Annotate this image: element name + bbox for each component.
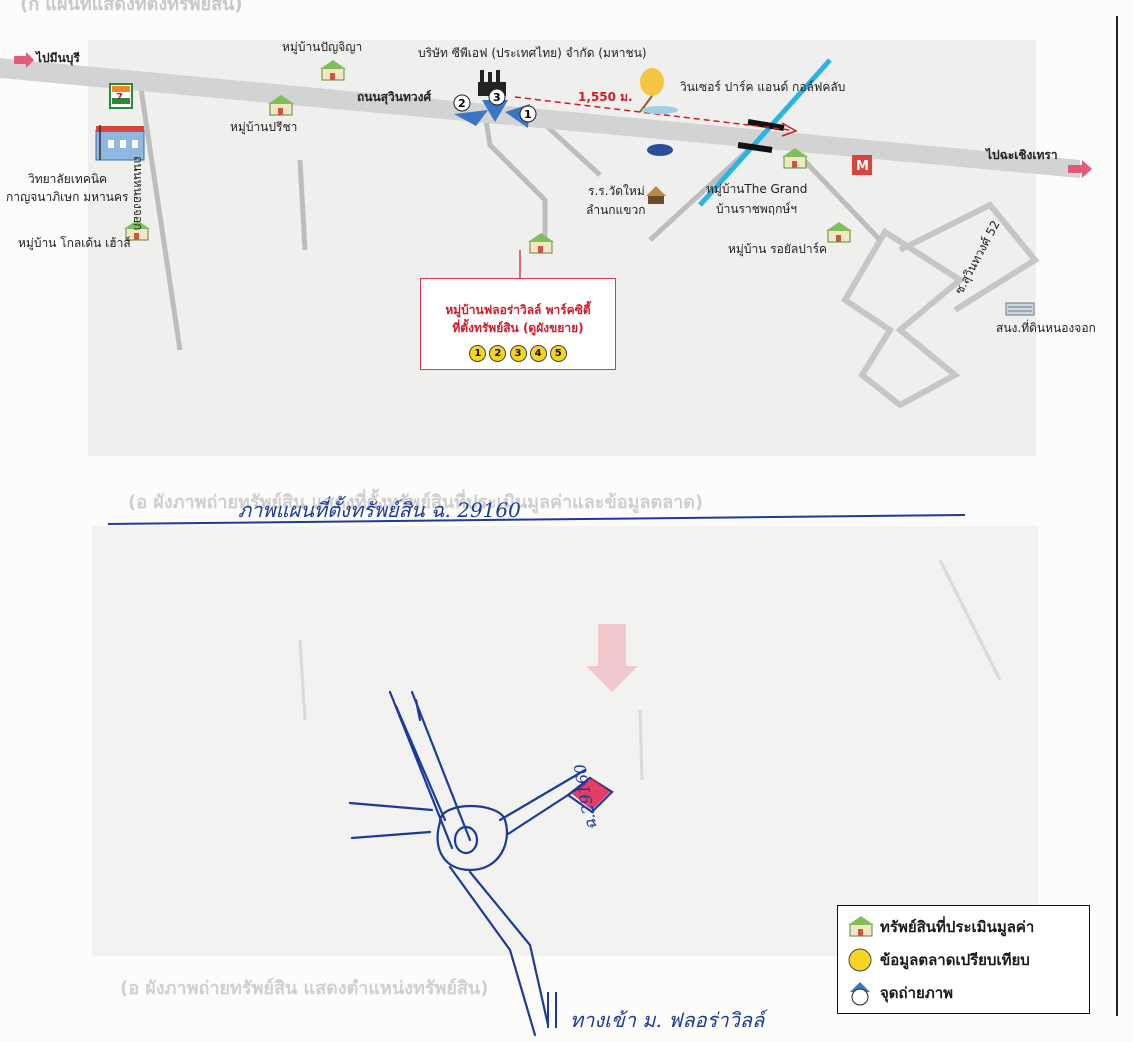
comparable-marker: 4 xyxy=(529,345,547,362)
label-grand-line1: หมู่บ้านThe Grand xyxy=(706,182,808,196)
svg-text:M: M xyxy=(856,159,869,174)
location-map-canvas: (ก แผนที่แสดงที่ตั้งทรัพย์สิน) xyxy=(0,0,1092,514)
faded-caption-middle: (อ ผังภาพถ่ายทรัพย์สิน แสดงที่ตั้งทรัพย์… xyxy=(128,488,703,514)
legend-item-comparable: ข้อมูลตลาดเปรียบเทียบ xyxy=(844,943,1083,976)
house-icon xyxy=(826,222,852,243)
label-golden-village: หมู่บ้าน โกลเด้น เฮ้าส์ xyxy=(18,236,131,250)
label-land-office: สนง.ที่ดินหนองจอก xyxy=(996,321,1096,335)
main-road xyxy=(0,58,1080,178)
faded-caption-bottom: (อ ผังภาพถ่ายทรัพย์สิน แสดงตำแหน่งทรัพย์… xyxy=(120,977,488,999)
location-map: (ก แผนที่แสดงที่ตั้งทรัพย์สิน) xyxy=(0,0,1133,520)
rail-line xyxy=(698,58,832,207)
subject-line2: ที่ตั้งทรัพย์สิน (ดูผังขยาย) xyxy=(452,321,584,335)
subject-line1: หมู่บ้านฟลอร่าวิลล์ พาร์คซิตี้ xyxy=(445,303,591,317)
label-min-buri: ไปมีนบุรี xyxy=(36,51,80,65)
land-office-icon xyxy=(1005,302,1035,316)
photo-point-1: 1 xyxy=(524,108,532,121)
college-icon xyxy=(95,125,145,161)
legend-label: จุดถ่ายภาพ xyxy=(880,983,954,1002)
legend: ทรัพย์สินที่ประเมินมูลค่า ข้อมูลตลาดเปรี… xyxy=(837,905,1090,1014)
makro-icon: M xyxy=(852,155,872,175)
house-icon xyxy=(320,60,346,81)
photo-point-markers: 2 3 1 xyxy=(453,88,537,128)
label-panya-village: หมู่บ้านปัญจิญา xyxy=(282,40,363,54)
entrance-marks xyxy=(547,992,557,1028)
sketch-roads xyxy=(348,690,614,1037)
label-school-line1: ร.ร.วัดใหม่ xyxy=(588,184,645,198)
comparable-marker: 5 xyxy=(549,345,567,362)
left-arrow-icon xyxy=(14,52,34,68)
legend-label: ข้อมูลตลาดเปรียบเทียบ xyxy=(880,950,1030,969)
site-sketch-canvas: (อ ผังภาพถ่ายทรัพย์สิน แสดงตำแหน่งทรัพย์… xyxy=(92,526,1038,1037)
yellow-circle-icon xyxy=(848,948,872,971)
faded-down-arrow-icon xyxy=(586,624,638,692)
subject-plot xyxy=(572,778,610,810)
label-school-line2: ลำนกแขวก xyxy=(586,203,646,217)
house-icon xyxy=(124,220,150,241)
handwritten-underline xyxy=(107,514,966,525)
label-college-line1: วิทยาลัยเทคนิค xyxy=(28,172,108,186)
comparable-marker: 1 xyxy=(469,345,487,362)
distance-line xyxy=(514,96,791,131)
label-winsor: วินเซอร์ ปาร์ค แอนด์ กอล์ฟคลับ xyxy=(680,80,846,94)
photo-point-2: 2 xyxy=(458,97,466,110)
overpass xyxy=(737,119,785,153)
label-preecha-village: หมู่บ้านปรีชา xyxy=(230,120,298,134)
svg-text:7: 7 xyxy=(116,92,123,103)
label-grand-line2: บ้านราชพฤกษ์ฯ xyxy=(716,202,797,216)
site-sketch: (อ ผังภาพถ่ายทรัพย์สิน แสดงตำแหน่งทรัพย์… xyxy=(0,520,1133,1038)
right-arrow-icon xyxy=(1068,160,1092,178)
village-house-icons xyxy=(124,60,852,254)
faded-sketch-lines xyxy=(298,559,1002,781)
subject-property-box: หมู่บ้านฟลอร่าวิลล์ พาร์คซิตี้ ที่ตั้งทร… xyxy=(420,278,616,370)
label-royal-village: หมู่บ้าน รอยัลปาร์ค xyxy=(728,242,828,256)
handwritten-entrance: ทางเข้า ม. ฟลอร่าวิลล์ xyxy=(570,1008,765,1032)
legend-item-subject: ทรัพย์สินที่ประเมินมูลค่า xyxy=(844,910,1083,943)
comparable-markers: 1 2 3 4 5 xyxy=(421,341,615,362)
label-company: บริษัท ซีพีเอฟ (ประเทศไทย) จำกัด (มหาชน) xyxy=(418,46,647,60)
comparable-marker: 3 xyxy=(509,345,527,362)
photo-point-3: 3 xyxy=(493,91,501,104)
house-icon xyxy=(782,148,808,169)
golf-icon xyxy=(639,68,678,114)
comparable-marker: 2 xyxy=(489,345,507,362)
camera-point-icon xyxy=(850,981,870,1005)
faded-parcel-outline xyxy=(840,201,1040,409)
label-road-name: ถนนสุวินทวงศ์ xyxy=(357,90,432,104)
house-icon xyxy=(268,95,294,116)
ford-icon xyxy=(647,144,673,156)
sketch-background xyxy=(92,526,1038,956)
handwritten-caption: ภาพแผนที่ตั้งทรัพย์สิน ฉ. 29160 xyxy=(238,498,521,522)
legend-label: ทรัพย์สินที่ประเมินมูลค่า xyxy=(880,917,1035,936)
legend-item-photo-point: จุดถ่ายภาพ xyxy=(844,976,1083,1009)
house-icon xyxy=(848,915,874,936)
page-border xyxy=(1116,16,1118,1016)
seven-eleven-icon: 7 xyxy=(109,83,133,109)
label-distance: 1,550 ม. xyxy=(578,90,633,104)
distance-arrow xyxy=(781,122,798,137)
label-chachoengsao: ไปฉะเชิงเทรา xyxy=(986,148,1058,162)
faded-header: (ก แผนที่แสดงที่ตั้งทรัพย์สิน) xyxy=(20,0,243,15)
house-icon xyxy=(528,233,554,254)
temple-icon xyxy=(646,186,666,204)
label-college-line2: กาญจนาภิเษก มหานคร xyxy=(6,190,129,204)
